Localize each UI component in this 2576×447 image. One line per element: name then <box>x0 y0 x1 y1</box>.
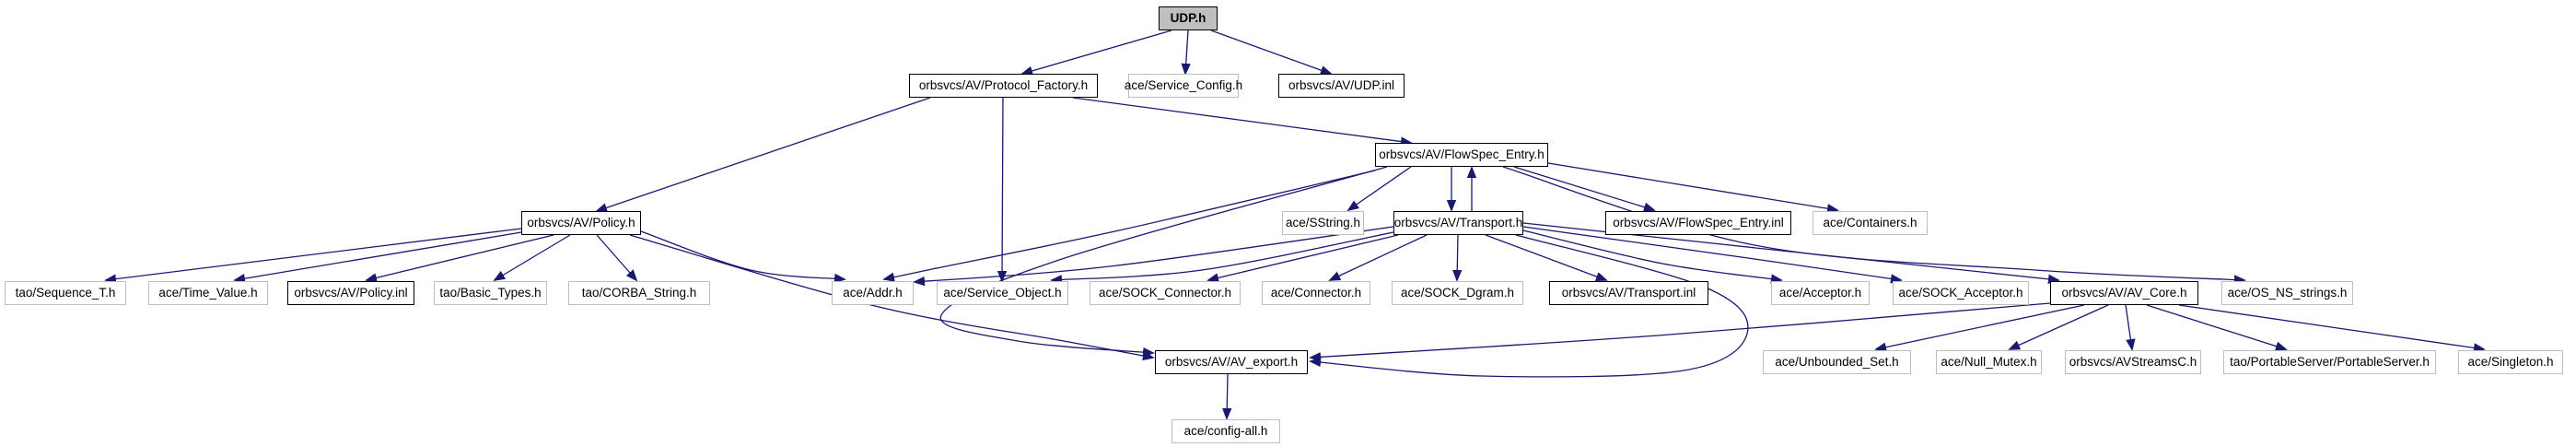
node-transport-h[interactable]: orbsvcs/AV/Transport.h <box>1393 211 1523 235</box>
node-sequence-t-h: tao/Sequence_T.h <box>5 281 126 305</box>
node-config-all-h: ace/config-all.h <box>1171 419 1280 443</box>
node-policy-inl[interactable]: orbsvcs/AV/Policy.inl <box>287 281 414 305</box>
node-policy-h[interactable]: orbsvcs/AV/Policy.h <box>521 211 641 235</box>
node-time-value-h: ace/Time_Value.h <box>148 281 268 305</box>
node-addr-h: ace/Addr.h <box>832 281 914 305</box>
edge-policy-h-to-policy-inl <box>365 234 554 283</box>
edge-policy-h-to-sequence-t-h <box>104 228 522 284</box>
edge-av-core-h-to-unbounded-set-h <box>1874 304 2085 352</box>
node-av-core-h[interactable]: orbsvcs/AV/AV_Core.h <box>2050 281 2198 305</box>
edge-policy-h-to-corba-string-h <box>596 234 638 282</box>
node-protocol-factory-h[interactable]: orbsvcs/AV/Protocol_Factory.h <box>909 74 1098 98</box>
node-sock-connector-h: ace/SOCK_Connector.h <box>1090 281 1241 305</box>
node-singleton-h: ace/Singleton.h <box>2458 350 2563 374</box>
node-transport-inl[interactable]: orbsvcs/AV/Transport.inl <box>1549 281 1708 305</box>
edge-udp-h-to-protocol-factory-h <box>1020 29 1172 76</box>
edge-flowspec-entry-h-to-containers-h <box>1547 162 1839 214</box>
edge-transport-h-to-sock-connector-h <box>1206 234 1399 283</box>
node-portableserver-h: tao/PortableServer/PortableServer.h <box>2223 350 2436 374</box>
edge-transport-h-to-service-object-h <box>1050 231 1394 285</box>
node-udp-inl[interactable]: orbsvcs/AV/UDP.inl <box>1278 74 1405 98</box>
edge-udp-h-to-service-config-h <box>1181 29 1191 76</box>
edge-transport-h-to-av-export-h <box>1309 234 1749 378</box>
node-service-object-h: ace/Service_Object.h <box>937 281 1068 305</box>
node-sock-acceptor-h: ace/SOCK_Acceptor.h <box>1893 281 2029 305</box>
edge-flowspec-entry-h-to-flowspec-entry-inl <box>1513 166 1656 212</box>
edge-av-core-h-to-portableserver-h <box>2146 304 2288 351</box>
node-sock-dgram-h: ace/SOCK_Dgram.h <box>1392 281 1523 305</box>
edge-policy-h-to-addr-h <box>640 230 846 284</box>
node-avstreamsc-h: orbsvcs/AVStreamsC.h <box>2065 350 2201 374</box>
edge-transport-h-to-sock-acceptor-h <box>1522 226 1903 284</box>
edge-transport-h-to-connector-h <box>1328 234 1428 281</box>
edge-av-export-h-to-config-all-h <box>1222 373 1232 420</box>
edge-flowspec-entry-h-to-os-ns-strings-h <box>1502 166 2246 285</box>
node-os-ns-strings-h: ace/OS_NS_strings.h <box>2221 281 2353 305</box>
node-udp-h: UDP.h <box>1159 6 1218 30</box>
node-flowspec-entry-inl[interactable]: orbsvcs/AV/FlowSpec_Entry.inl <box>1605 211 1791 235</box>
edge-transport-h-to-av-core-h <box>1522 222 2060 285</box>
edge-protocol-factory-h-to-flowspec-entry-h <box>1072 97 1413 147</box>
node-unbounded-set-h: ace/Unbounded_Set.h <box>1763 350 1911 374</box>
edge-transport-h-to-acceptor-h <box>1522 229 1783 284</box>
edge-transport-h-to-transport-inl <box>1485 234 1608 281</box>
node-basic-types-h: tao/Basic_Types.h <box>434 281 547 305</box>
edge-protocol-factory-h-to-service-object-h <box>997 97 1008 283</box>
edge-transport-h-to-sock-dgram-h <box>1452 234 1463 282</box>
node-containers-h: ace/Containers.h <box>1813 211 1928 235</box>
edge-av-core-h-to-avstreamsc-h <box>2125 304 2136 351</box>
edge-policy-h-to-av-export-h <box>629 234 1155 361</box>
node-service-config-h: ace/Service_Config.h <box>1125 74 1242 98</box>
edge-transport-h-to-addr-h <box>913 226 1394 287</box>
edge-av-core-h-to-singleton-h <box>2178 304 2486 353</box>
edge-policy-h-to-basic-types-h <box>493 234 571 282</box>
edge-flowspec-entry-h-to-sstring-h <box>1346 166 1412 212</box>
edge-policy-h-to-time-value-h <box>233 231 522 284</box>
edge-protocol-factory-h-to-policy-h <box>595 97 931 213</box>
edge-av-core-h-to-null-mutex-h <box>2008 304 2109 350</box>
edge-av-core-h-to-av-export-h <box>1309 302 2051 362</box>
node-null-mutex-h: ace/Null_Mutex.h <box>1936 350 2042 374</box>
edge-udp-h-to-udp-inl <box>1210 29 1333 76</box>
node-sstring-h: ace/SString.h <box>1282 211 1364 235</box>
node-flowspec-entry-h[interactable]: orbsvcs/AV/FlowSpec_Entry.h <box>1375 143 1548 167</box>
node-av-export-h[interactable]: orbsvcs/AV/AV_export.h <box>1155 350 1308 374</box>
node-acceptor-h: ace/Acceptor.h <box>1771 281 1870 305</box>
node-corba-string-h: tao/CORBA_String.h <box>568 281 710 305</box>
node-connector-h: ace/Connector.h <box>1262 281 1370 305</box>
edge-flowspec-entry-h-to-addr-h <box>882 170 1376 282</box>
